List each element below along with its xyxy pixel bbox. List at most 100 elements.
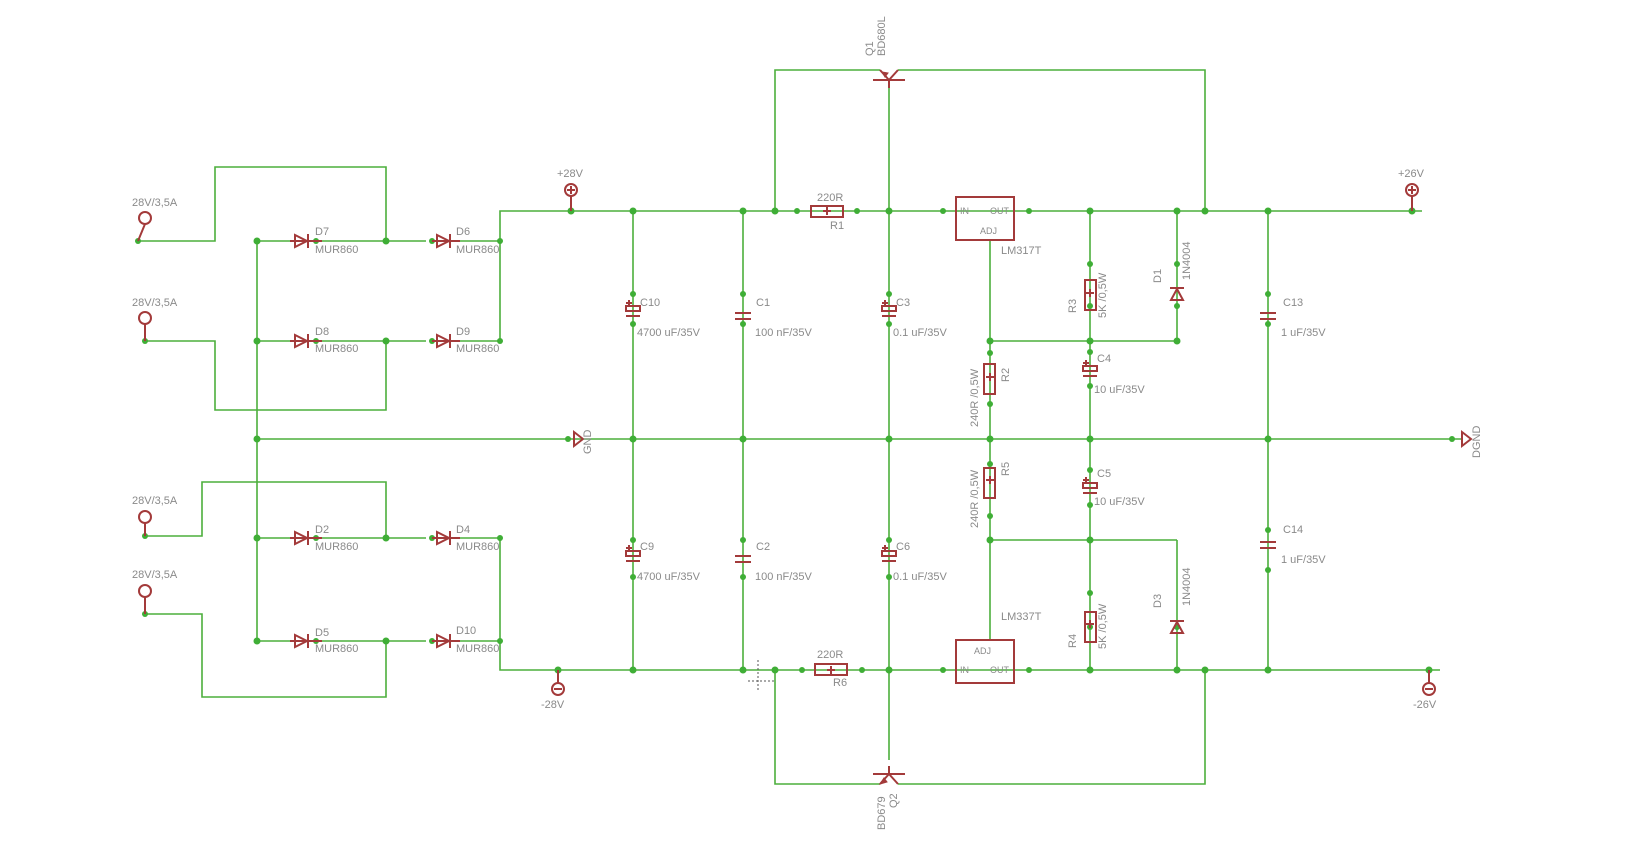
supply-label: +28V — [557, 168, 584, 180]
resistor-value: 5K /0,5W — [1097, 272, 1109, 318]
capacitor-value: 0.1 uF/35V — [893, 327, 947, 339]
capacitor-c13: C13 1 uF/35V — [1260, 297, 1326, 339]
supply-plus28v: +28V — [557, 168, 584, 211]
pin-out-label: OUT — [990, 206, 1010, 216]
diode-value: MUR860 — [456, 343, 499, 355]
regulator-lm337t: IN OUT ADJ LM337T — [955, 611, 1042, 684]
capacitor-value: 10 uF/35V — [1094, 496, 1145, 508]
capacitor-c2: C2 100 nF/35V — [735, 541, 813, 583]
resistor-name: R2 — [1000, 368, 1012, 382]
capacitor-name: C13 — [1283, 297, 1303, 309]
supply-label: +26V — [1398, 168, 1425, 180]
capacitor-value: 100 nF/35V — [755, 327, 813, 339]
capacitor-name: C4 — [1097, 353, 1111, 365]
pin-out-label: OUT — [990, 665, 1010, 675]
diode-value: MUR860 — [315, 643, 358, 655]
diode-name: D8 — [315, 326, 329, 338]
regulator-lm317t: IN OUT ADJ LM317T — [955, 196, 1042, 257]
diode-name: D7 — [315, 226, 329, 238]
input-label: 28V/3,5A — [132, 569, 178, 581]
diode-d9: D9 MUR860 — [432, 326, 499, 355]
resistor-name: R4 — [1067, 634, 1079, 648]
dgnd-symbol: DGND — [1461, 426, 1483, 458]
capacitor-name: C14 — [1283, 524, 1303, 536]
resistor-name: R6 — [833, 677, 847, 689]
supply-label: DGND — [1471, 426, 1483, 458]
capacitor-value: 4700 uF/35V — [637, 327, 701, 339]
capacitor-name: C6 — [896, 541, 910, 553]
diode-value: 1N4004 — [1181, 241, 1193, 280]
diode-d7: D7 MUR860 — [290, 226, 358, 256]
resistor-name: R5 — [1000, 462, 1012, 476]
transistor-name: Q2 — [888, 793, 900, 808]
resistor-r6: 220R R6 — [814, 649, 848, 689]
input-connector-1: 28V/3,5A — [132, 197, 178, 242]
transistor-q2: Q2 BD679 — [873, 766, 905, 830]
diode-name: D6 — [456, 226, 470, 238]
resistor-value: 220R — [817, 649, 843, 661]
diode-d6: D6 MUR860 — [432, 226, 499, 256]
regulator-name: LM317T — [1001, 245, 1042, 257]
diode-d10: D10 MUR860 — [432, 625, 499, 655]
diode-name: D1 — [1152, 269, 1164, 283]
diode-value: MUR860 — [315, 244, 358, 256]
resistor-r1: 220R R1 — [810, 192, 844, 232]
capacitor-c5: C5 10 uF/35V — [1082, 468, 1145, 508]
transistor-q1: Q1 BD680L — [864, 16, 905, 88]
capacitor-name: C10 — [640, 297, 660, 309]
capacitor-value: 4700 uF/35V — [637, 571, 701, 583]
diode-name: D5 — [315, 627, 329, 639]
supply-label: -26V — [1413, 699, 1437, 711]
pin-adj-label: ADJ — [974, 646, 991, 656]
resistor-name: R3 — [1067, 299, 1079, 313]
wires — [138, 69, 1462, 785]
diode-d3: D3 1N4004 — [1152, 567, 1193, 634]
capacitor-c1: C1 100 nF/35V — [735, 297, 813, 339]
regulator-name: LM337T — [1001, 611, 1042, 623]
capacitor-c3: C3 0.1 uF/35V — [881, 297, 947, 339]
transistor-value: BD680L — [876, 16, 888, 56]
input-label: 28V/3,5A — [132, 297, 178, 309]
diode-d1: D1 1N4004 — [1152, 241, 1193, 301]
resistor-r3: R3 5K /0,5W — [1067, 272, 1109, 318]
capacitor-c6: C6 0.1 uF/35V — [881, 541, 947, 583]
input-connector-3: 28V/3,5A — [132, 495, 178, 536]
diode-value: 1N4004 — [1181, 567, 1193, 606]
diode-value: MUR860 — [456, 244, 499, 256]
diode-value: MUR860 — [456, 541, 499, 553]
resistor-value: 5K /0,5W — [1097, 603, 1109, 649]
pin-in-label: IN — [960, 665, 969, 675]
capacitor-name: C9 — [640, 541, 654, 553]
capacitor-value: 1 uF/35V — [1281, 554, 1326, 566]
resistor-value: 220R — [817, 192, 843, 204]
diode-name: D9 — [456, 326, 470, 338]
capacitor-value: 10 uF/35V — [1094, 384, 1145, 396]
diode-name: D10 — [456, 625, 476, 637]
input-connector-2: 28V/3,5A — [132, 297, 178, 341]
junction-dots — [135, 207, 1455, 674]
supply-label: GND — [582, 430, 594, 455]
diode-value: MUR860 — [315, 343, 358, 355]
pin-in-label: IN — [960, 206, 969, 216]
capacitor-name: C1 — [756, 297, 770, 309]
capacitor-value: 0.1 uF/35V — [893, 571, 947, 583]
capacitor-c10: C10 4700 uF/35V — [625, 297, 701, 339]
capacitor-value: 100 nF/35V — [755, 571, 813, 583]
capacitor-name: C5 — [1097, 468, 1111, 480]
input-label: 28V/3,5A — [132, 197, 178, 209]
diode-name: D2 — [315, 524, 329, 536]
resistor-name: R1 — [830, 220, 844, 232]
resistor-value: 240R /0,5W — [969, 469, 981, 528]
capacitor-name: C2 — [756, 541, 770, 553]
resistor-r5: R5 240R /0,5W — [969, 462, 1012, 528]
diode-d4: D4 MUR860 — [432, 524, 499, 553]
diode-d2: D2 MUR860 — [290, 524, 358, 553]
supply-minus28v: -28V — [541, 670, 565, 711]
resistor-r2: R2 240R /0,5W — [969, 363, 1012, 427]
resistor-value: 240R /0,5W — [969, 368, 981, 427]
resistor-r4: R4 5K /0,5W — [1067, 603, 1109, 649]
gnd-symbol: GND — [573, 430, 594, 455]
capacitor-value: 1 uF/35V — [1281, 327, 1326, 339]
input-connector-4: 28V/3,5A — [132, 569, 178, 614]
